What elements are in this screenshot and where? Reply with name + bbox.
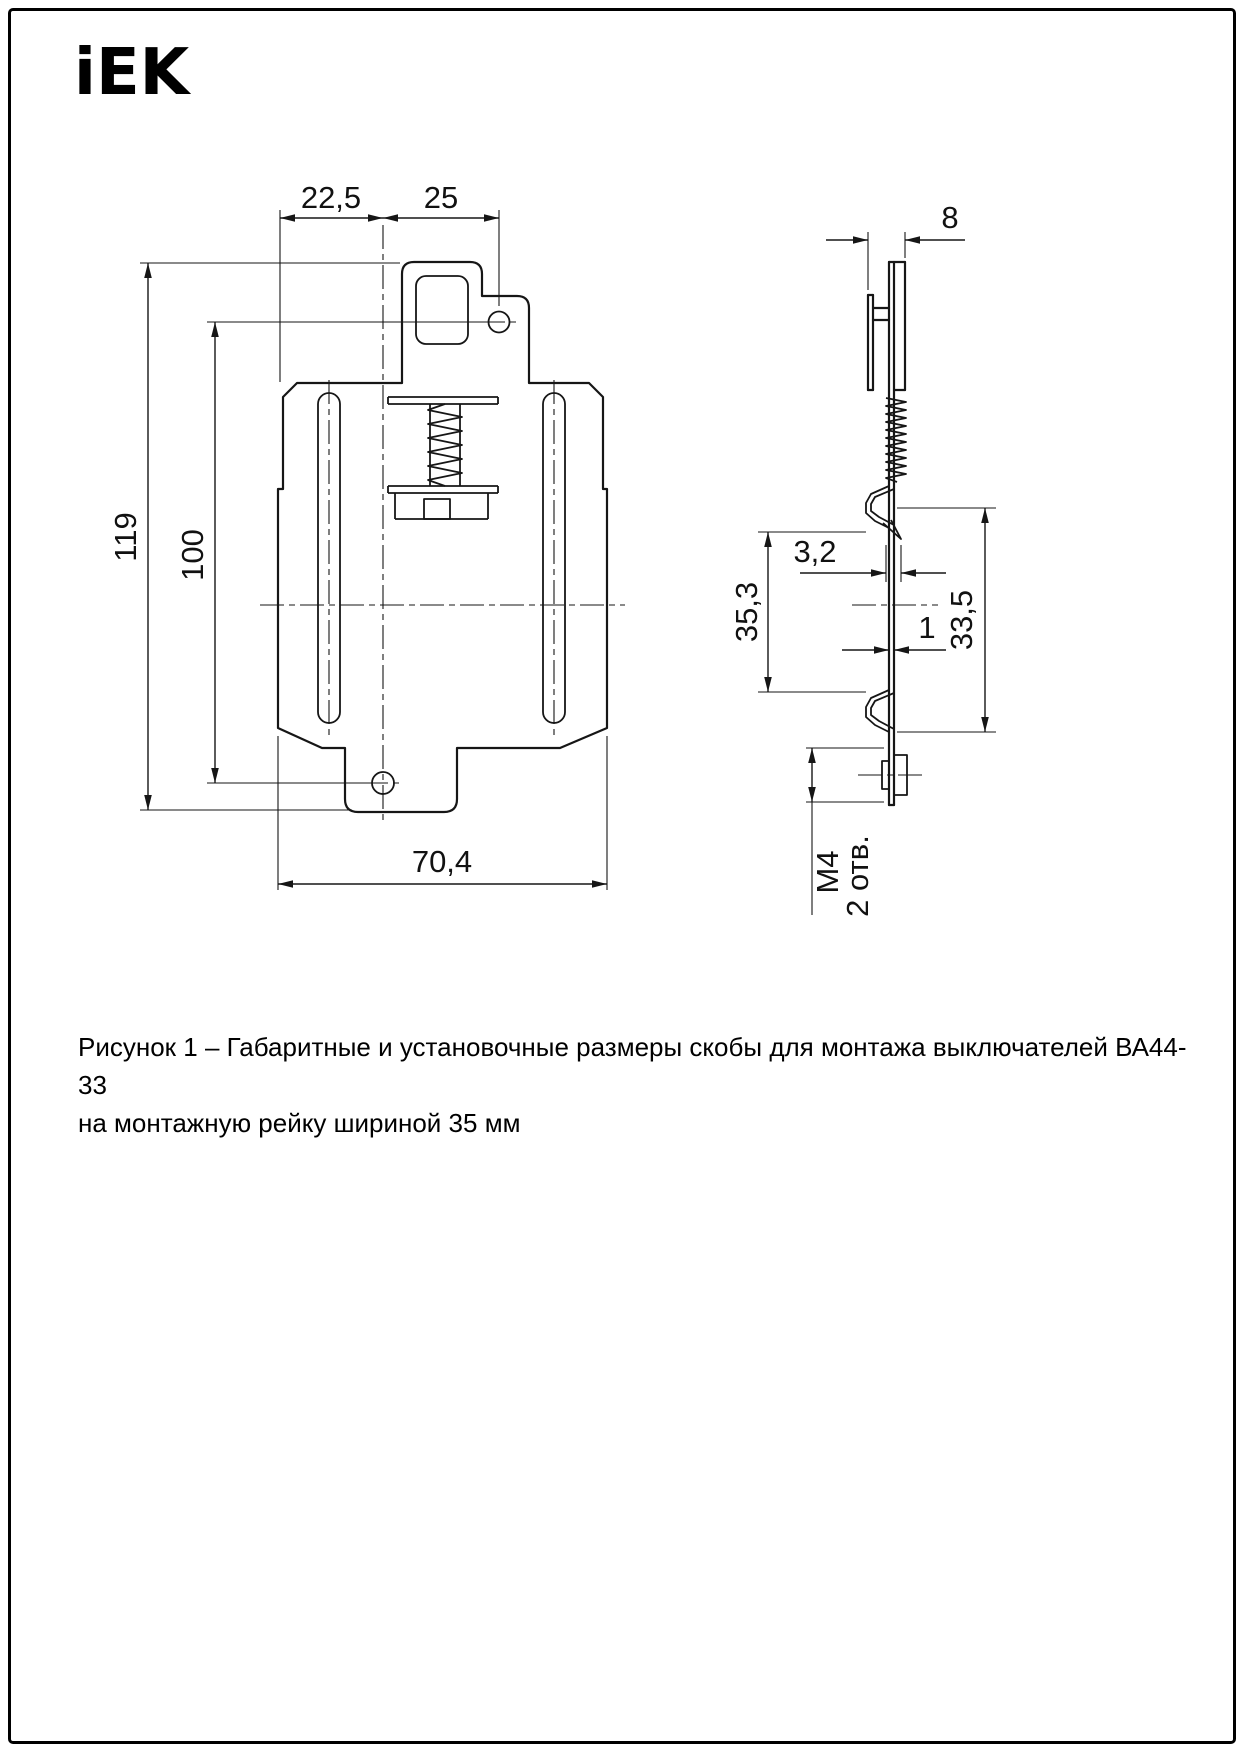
dim-label-33-5: 33,5: [944, 590, 979, 650]
caption-line2: на монтажную рейку шириной 35 мм: [78, 1108, 521, 1138]
dim-m4-holes: М4 2 отв.: [806, 747, 884, 917]
spring-coil: [427, 403, 463, 487]
dim-22-5: 22,5: [279, 180, 383, 382]
dim-label-2-holes: 2 отв.: [840, 835, 875, 917]
front-view: 22,5 25 119 100 70,4: [108, 180, 625, 890]
dim-35-3: 35,3: [729, 531, 866, 693]
rail-clip-top-inner: [870, 488, 895, 526]
rail-clip-bottom: [865, 689, 890, 733]
clip-tooth: [882, 519, 902, 540]
dim-label-1: 1: [918, 610, 935, 645]
mounting-hook-slot: [415, 275, 469, 345]
spring-assembly: [387, 396, 499, 520]
dim-label-8: 8: [941, 200, 958, 235]
dim-label-22-5: 22,5: [301, 180, 361, 215]
dim-label-35-3: 35,3: [729, 582, 764, 642]
dim-label-m4: М4: [810, 850, 845, 893]
dim-33-5: 33,5: [897, 507, 996, 733]
dim-label-100: 100: [175, 529, 210, 581]
dim-label-3-2: 3,2: [793, 534, 836, 569]
side-view: 8 3,2 35,3 1 33,5: [729, 200, 996, 917]
dim-1: 1: [842, 610, 946, 654]
iek-logo: iEK: [74, 36, 190, 110]
dim-25: 25: [383, 180, 500, 306]
dim-119: 119: [108, 262, 400, 811]
dim-label-70-4: 70,4: [412, 844, 472, 879]
figure-caption: Рисунок 1 – Габаритные и установочные ра…: [78, 1028, 1188, 1142]
bracket-outline: [276, 260, 609, 814]
dim-label-25: 25: [424, 180, 458, 215]
dim-70-4: 70,4: [277, 736, 608, 890]
spring-side: [885, 397, 907, 483]
caption-line1: Рисунок 1 – Габаритные и установочные ра…: [78, 1032, 1187, 1100]
dim-8: 8: [826, 200, 965, 290]
dim-3-2: 3,2: [793, 534, 946, 582]
dim-label-119: 119: [108, 512, 143, 561]
dim-100: 100: [175, 321, 489, 784]
rail-clip-bottom-inner: [870, 692, 895, 730]
rail-clip-top: [865, 485, 890, 529]
